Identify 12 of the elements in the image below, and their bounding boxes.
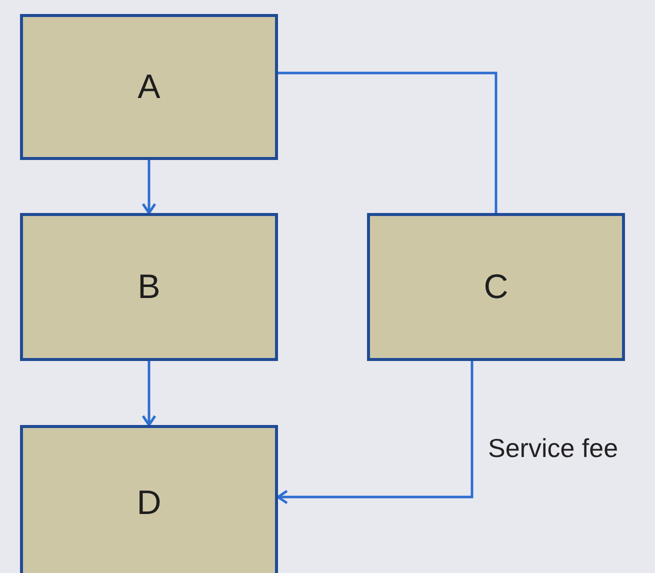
box-label: D — [136, 484, 162, 522]
process-box — [20, 213, 278, 361]
box-label: A — [138, 68, 160, 106]
process-box — [20, 425, 278, 573]
connector-line — [278, 72, 498, 213]
arrow — [142, 361, 156, 426]
process-box — [367, 213, 625, 361]
box-label: C — [484, 268, 508, 306]
arrow — [142, 160, 156, 214]
arrow — [276, 361, 474, 504]
process-box — [20, 14, 278, 160]
box-label: B — [138, 268, 160, 306]
